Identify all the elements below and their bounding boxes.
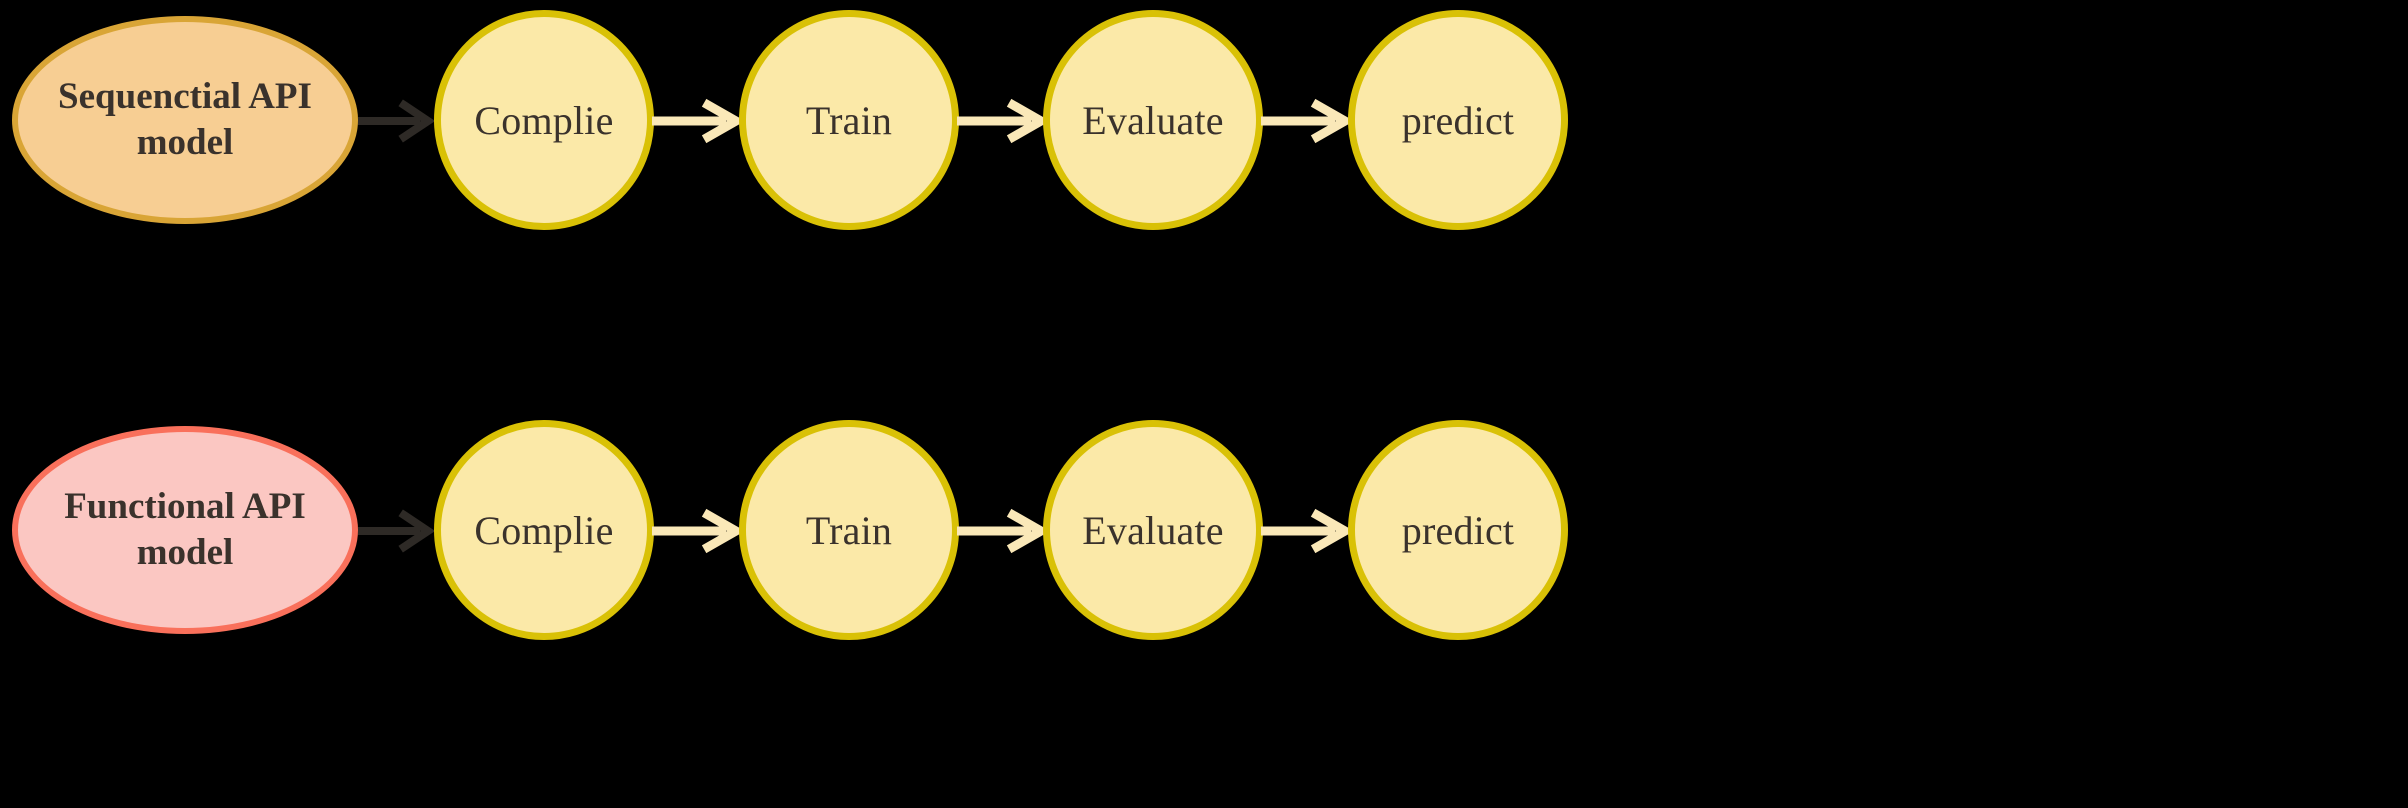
node-label: predict [1401, 97, 1515, 143]
node-label: Evaluate [1082, 97, 1224, 143]
arrow-sequential-evaluate-to-predict [1261, 98, 1355, 144]
node-functional-predict[interactable]: predict [1348, 420, 1568, 640]
node-label: Complie [474, 97, 614, 143]
node-label: predict [1401, 507, 1515, 553]
arrow-functional-train-to-evaluate [957, 508, 1051, 554]
arrow-sequential-train-to-evaluate [957, 98, 1051, 144]
node-functional-train[interactable]: Train [739, 420, 959, 640]
node-label: Train [805, 507, 893, 553]
node-functional-api-model[interactable]: Functional API model [12, 426, 358, 634]
node-sequential-predict[interactable]: predict [1348, 10, 1568, 230]
node-label: Train [805, 97, 893, 143]
flow-row-sequential: Sequenctial API model Complie Train [0, 8, 2408, 388]
arrow-sequential-complie-to-train [652, 98, 746, 144]
node-functional-complie[interactable]: Complie [434, 420, 654, 640]
node-label: Functional API model [64, 485, 306, 573]
node-label: Sequenctial API model [58, 75, 312, 163]
flow-row-functional: Functional API model Complie Train [0, 418, 2408, 798]
arrow-functional-to-complie [358, 509, 438, 553]
arrow-functional-evaluate-to-predict [1261, 508, 1355, 554]
node-sequential-evaluate[interactable]: Evaluate [1043, 10, 1263, 230]
node-functional-evaluate[interactable]: Evaluate [1043, 420, 1263, 640]
node-label: Evaluate [1082, 507, 1224, 553]
arrow-sequential-to-complie [358, 99, 438, 143]
node-sequential-complie[interactable]: Complie [434, 10, 654, 230]
node-sequential-api-model[interactable]: Sequenctial API model [12, 16, 358, 224]
node-sequential-train[interactable]: Train [739, 10, 959, 230]
node-label: Complie [474, 507, 614, 553]
arrow-functional-complie-to-train [652, 508, 746, 554]
